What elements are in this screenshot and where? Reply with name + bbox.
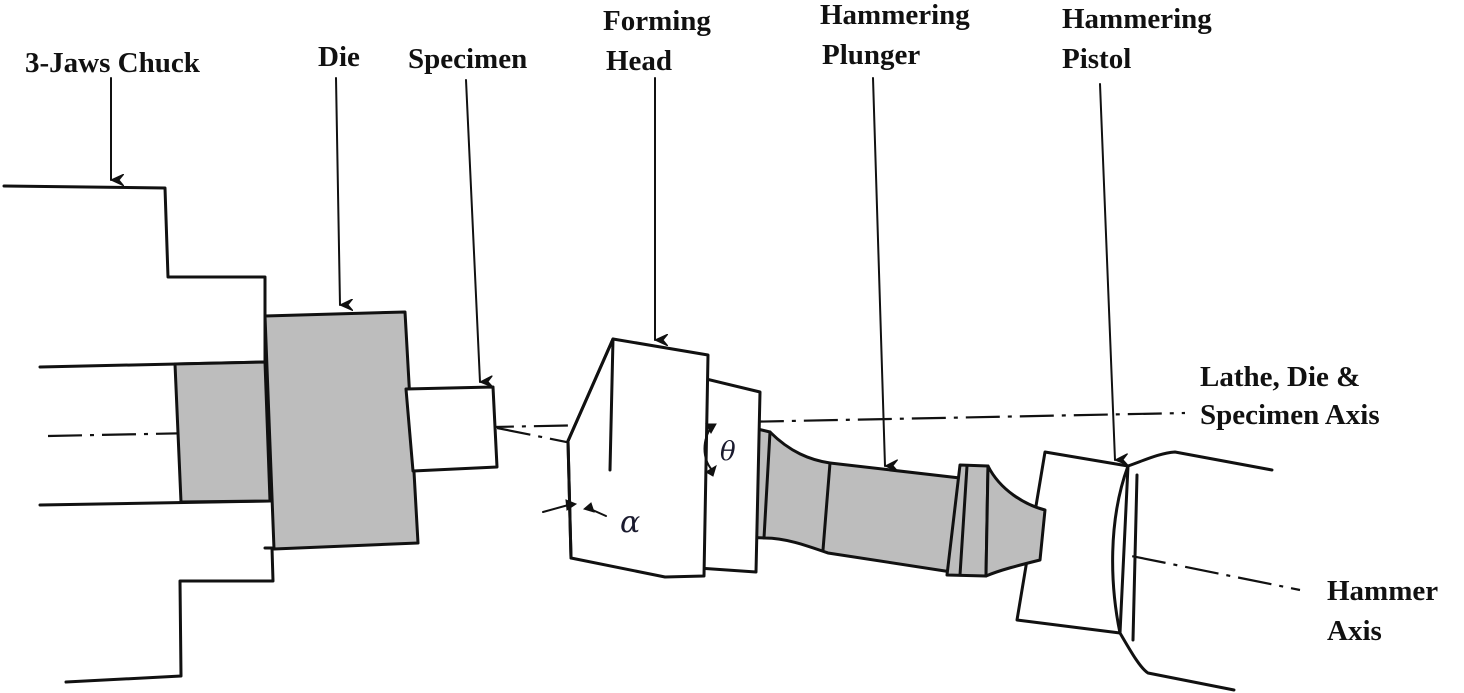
specimen-rod bbox=[404, 385, 499, 473]
lathe-axis-label-line2: Specimen Axis bbox=[1200, 399, 1380, 431]
chuck-label: 3-Jaws Chuck bbox=[25, 47, 201, 79]
die-label: Die bbox=[318, 41, 360, 73]
theta-symbol: θ bbox=[720, 437, 736, 467]
specimen-label: Specimen bbox=[408, 43, 527, 75]
hammer-axis-label-line1: Hammer bbox=[1327, 575, 1438, 607]
alpha-angle-marker: α bbox=[542, 499, 640, 540]
die-block bbox=[263, 310, 420, 551]
theta-angle-marker: θ bbox=[703, 423, 736, 477]
lathe-axis-label-line1: Lathe, Die & bbox=[1200, 361, 1360, 393]
chuck-body bbox=[2, 184, 275, 684]
plunger-leader-arrow bbox=[872, 77, 885, 466]
plunger-label-line2: Plunger bbox=[822, 39, 920, 71]
specimen-leader-arrow bbox=[465, 79, 480, 382]
hammer-axis-label-line2: Axis bbox=[1327, 615, 1382, 647]
die-leader-arrow bbox=[335, 77, 340, 305]
pistol-label-line2: Pistol bbox=[1062, 43, 1131, 75]
alpha-symbol: α bbox=[620, 505, 640, 540]
plunger-label-line1: Hammering bbox=[820, 0, 970, 31]
pistol-label-line1: Hammering bbox=[1062, 3, 1212, 35]
chuck-bore bbox=[173, 360, 272, 504]
hammering-pistol bbox=[1015, 450, 1274, 692]
hammering-plunger bbox=[735, 424, 1047, 578]
forming-head-label-line1: Forming bbox=[603, 5, 711, 37]
forming-head-label-line2: Head bbox=[606, 45, 672, 77]
pistol-leader-arrow bbox=[1099, 83, 1115, 460]
